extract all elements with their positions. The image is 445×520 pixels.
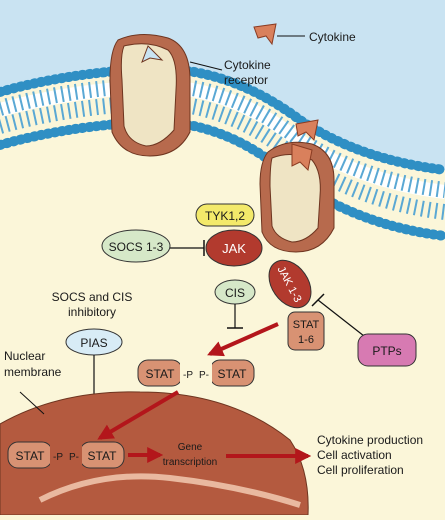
socs-node: SOCS 1-3 [101,229,171,263]
cell-membrane [0,63,445,241]
cytokine-receptor-left [109,34,191,157]
pias-node: PIAS [65,328,123,356]
pias-label: PIAS [80,336,107,350]
cis-node: CIS [214,279,256,305]
extracellular-region [0,0,445,170]
stat-nuc-right-label: STAT [88,449,118,463]
p-cyto-left-label: -P [183,370,193,381]
outcome-cytokine-production: Cytokine production [317,433,423,447]
stat-dimer-nucleus: STAT -P P- STAT [7,441,125,469]
outcome-cell-activation: Cell activation [317,448,392,462]
receptor-leader-line [189,61,223,71]
socs-cis-label-line2: inhibitory [68,305,116,319]
cytokine-label: Cytokine [309,30,356,44]
cytokine-icon [253,23,277,46]
jak13-node: JAK 1-3 [268,259,312,309]
tyk-node: TYK1,2 [195,203,255,227]
arrow-stat-to-dimer [207,322,279,357]
socs-label: SOCS 1-3 [109,240,164,254]
stat16-label-line2: 1-6 [298,334,314,346]
tyk-label: TYK1,2 [205,209,245,223]
gene-label-line1: Gene [178,442,203,453]
ptps-label: PTPs [372,344,401,358]
cytokine-receptor-right [259,119,335,253]
nuclear-label-line2: membrane [4,365,62,379]
bound-cytokine-icon [291,143,313,172]
ptps-line [317,299,365,337]
jak-label: JAK [222,241,246,256]
p-nuc-right-label: P- [69,452,79,463]
stat-dimer-cytoplasm: STAT -P P- STAT [137,359,255,387]
cis-label: CIS [225,286,245,300]
arrow-dimer-to-nucleus [97,390,180,440]
p-nuc-left-label: -P [53,452,63,463]
stat-cyto-right-label: STAT [218,367,248,381]
receptor-label-line2: receptor [224,73,268,87]
p-cyto-right-label: P- [199,370,209,381]
gene-label-line2: transcription [163,457,217,468]
stat-cyto-left-label: STAT [146,367,176,381]
jak-node: JAK [205,229,263,267]
nuclear-label-line1: Nuclear [4,349,45,363]
receptor-label-line1: Cytokine [224,58,271,72]
stat-nuc-left-label: STAT [16,449,46,463]
ptps-node: PTPs [357,333,417,367]
stat16-node: STAT 1-6 [287,311,325,351]
nuclear-membrane-leader [19,391,45,415]
outcome-cell-proliferation: Cell proliferation [317,463,404,477]
socs-cis-label-line1: SOCS and CIS [52,290,133,304]
ptps-inhibition-bar [311,293,325,307]
approaching-cytokine-icon [295,119,319,142]
stat16-label-line1: STAT [293,319,320,331]
